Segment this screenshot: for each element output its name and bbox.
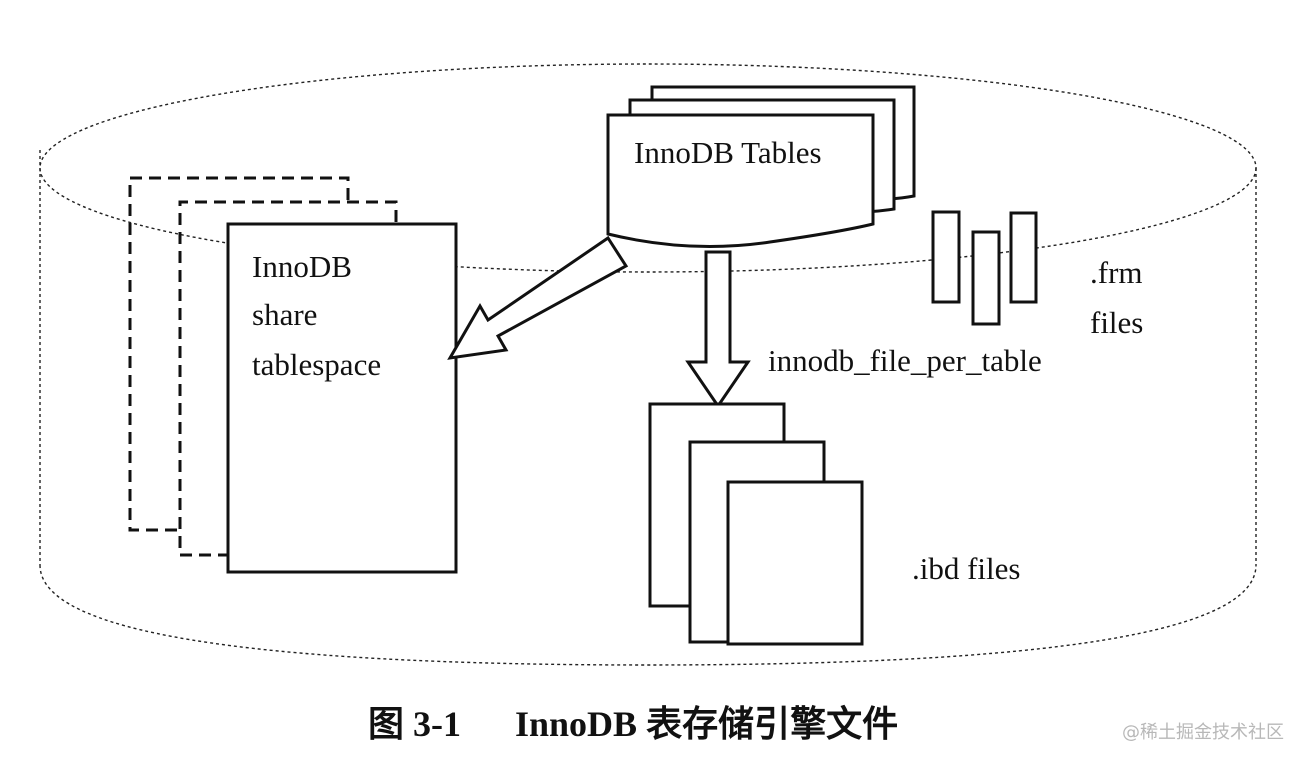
figure-number: 图 3-1 — [368, 704, 461, 744]
frm-files-label-line2: files — [1090, 305, 1144, 340]
ibd-files-label: .ibd files — [912, 551, 1021, 586]
shared-tablespace-label-line3: tablespace — [252, 347, 382, 382]
innodb-tables-doc-front — [606, 113, 875, 248]
arrow-shape-diagonal — [447, 235, 629, 360]
shared-tablespace-pages — [128, 176, 458, 574]
dashed-page-back — [128, 176, 350, 532]
shared-tablespace-label-line1: InnoDB — [252, 249, 352, 284]
dashed-page-middle — [178, 200, 398, 557]
arrow-to-ibd-files — [685, 250, 751, 409]
frm-file-bars — [931, 210, 1038, 326]
frm-files-label-line1: .frm — [1090, 255, 1143, 290]
watermark-text: @稀土掘金技术社区 — [1122, 722, 1284, 743]
cylinder-bottom-arc — [39, 564, 1257, 666]
shared-tablespace-label-line2: share — [252, 297, 318, 332]
frm-bar-2 — [971, 230, 1001, 326]
innodb-tables-label: InnoDB Tables — [634, 135, 822, 170]
innodb-tables-stack — [606, 85, 916, 248]
arrow-shape-down — [685, 250, 751, 409]
ibd-page-front — [726, 480, 864, 646]
disk-cylinder — [39, 63, 1257, 666]
ibd-file-pages — [648, 402, 864, 646]
frm-bar-3 — [1009, 211, 1038, 304]
frm-bar-1 — [931, 210, 961, 304]
file-per-table-label: innodb_file_per_table — [768, 343, 1042, 378]
figure-caption: 图 3-1 InnoDB 表存储引擎文件 — [368, 702, 898, 746]
shared-tablespace-page — [226, 222, 458, 574]
arrow-to-shared-tablespace — [447, 235, 629, 360]
figure-title: InnoDB 表存储引擎文件 — [515, 704, 899, 744]
